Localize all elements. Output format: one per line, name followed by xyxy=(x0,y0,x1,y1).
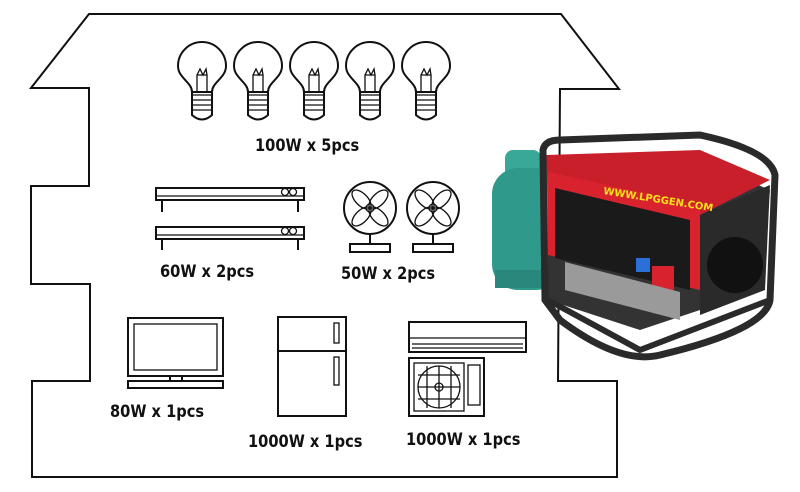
bulbs-label: 100W x 5pcs xyxy=(255,136,360,156)
light-bulb-icon xyxy=(232,41,284,121)
refrigerator-icon xyxy=(277,316,347,417)
tv-icon xyxy=(127,317,224,389)
light-bulb-icon xyxy=(288,41,340,121)
light-bulb-icon xyxy=(400,41,452,121)
generator-image: WWW.LPGGEN.COM xyxy=(539,131,779,361)
aircon-label: 1000W x 1pcs xyxy=(406,430,521,450)
tv-label: 80W x 1pcs xyxy=(110,402,205,422)
fluorescent-tube-icon xyxy=(155,226,305,250)
fluorescent-tube-icon xyxy=(155,187,305,212)
fans-label: 50W x 2pcs xyxy=(341,264,436,284)
light-bulb-icon xyxy=(176,41,228,121)
fan-icon xyxy=(406,181,460,253)
house-outline xyxy=(28,13,622,478)
tubes-label: 60W x 2pcs xyxy=(160,262,255,282)
light-bulb-icon xyxy=(344,41,396,121)
fridge-label: 1000W x 1pcs xyxy=(248,432,363,452)
air-conditioner-icon xyxy=(408,321,527,417)
fan-icon xyxy=(343,181,397,253)
